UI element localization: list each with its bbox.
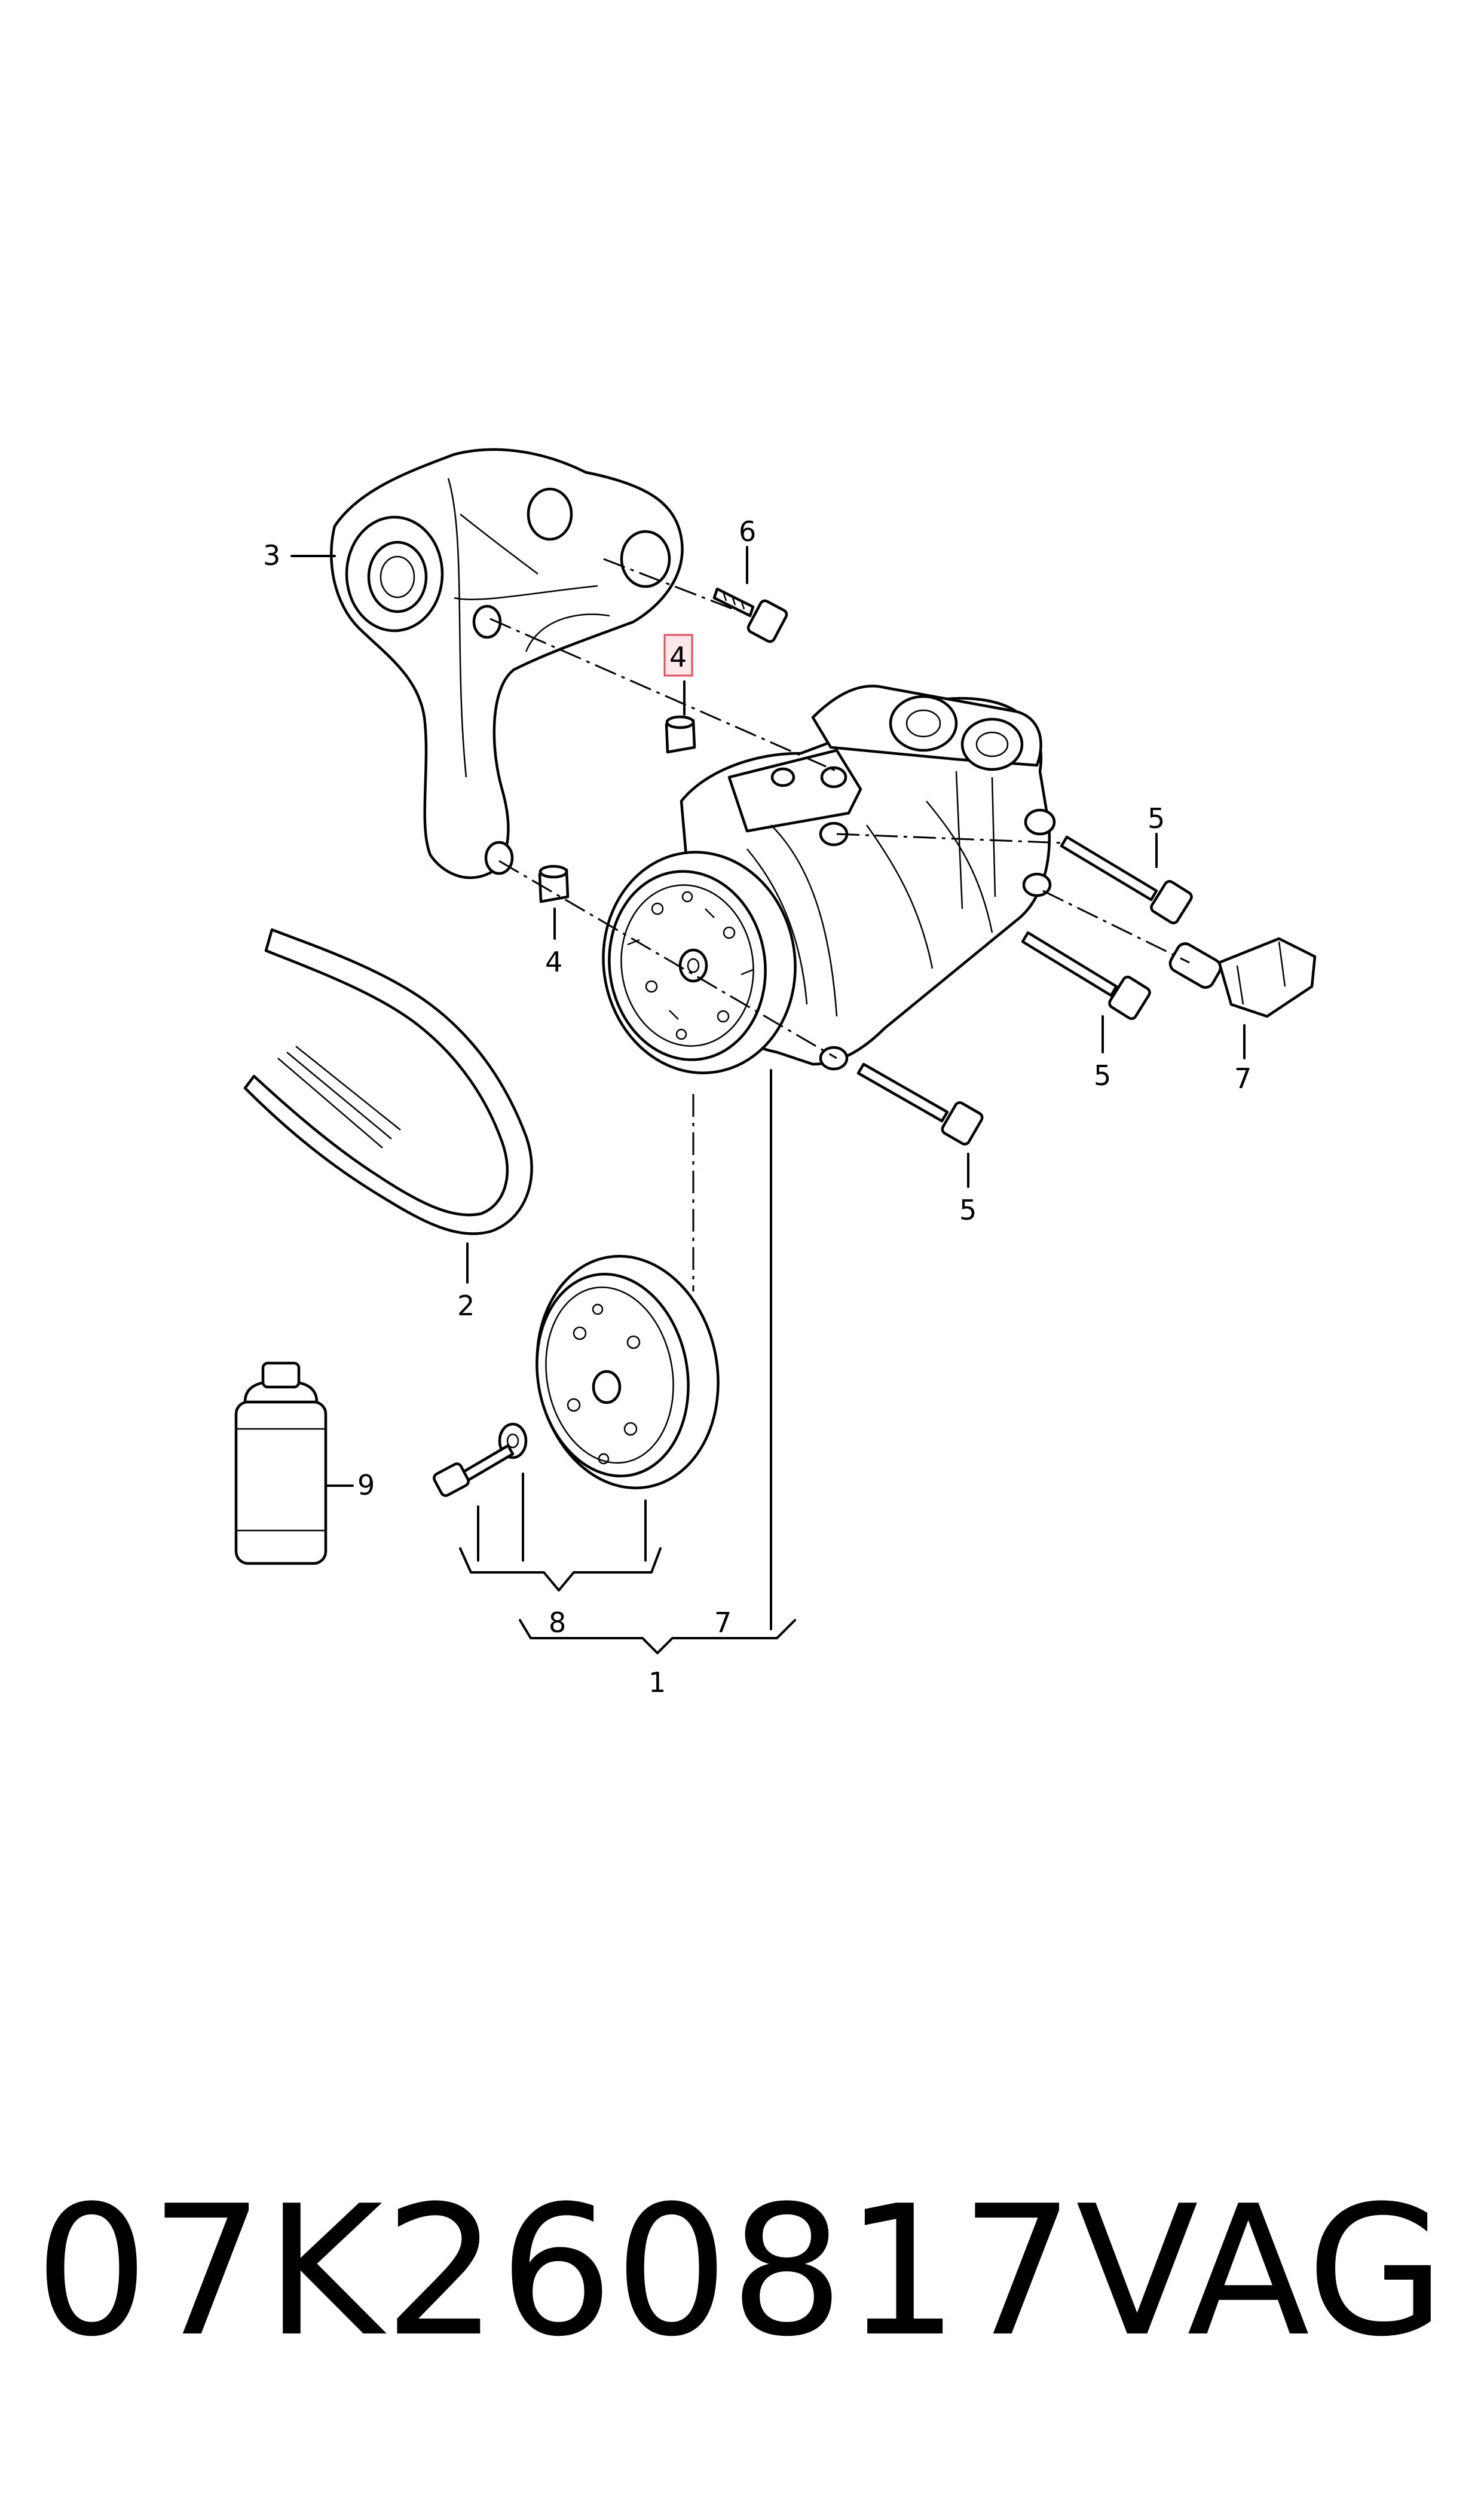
callout-5-mid: 5: [1094, 1059, 1111, 1092]
callout-4-lower: 4: [545, 946, 562, 978]
oil-bottle-part-9: [234, 1361, 328, 1565]
callout-4-highlighted: 4: [669, 641, 687, 673]
pulley-part-8: [536, 1254, 720, 1490]
assembly-lines: [489, 558, 1190, 1291]
drive-belt-part-2: [243, 928, 533, 1235]
part-number: 07K260817: [35, 2167, 1076, 2376]
footer: 07K260817 VAG: [0, 2164, 1484, 2379]
callout-1: 1: [648, 1666, 666, 1699]
callout-5-top: 5: [1148, 802, 1165, 835]
callout-2: 2: [457, 1290, 475, 1322]
brand-name: VAG: [1076, 2167, 1446, 2376]
bracket-part-3: [330, 448, 684, 879]
bolt-part-6: [712, 587, 788, 643]
callout-7-sensor: 7: [1234, 1062, 1252, 1095]
bushing-part-4-lower: [538, 865, 570, 903]
callout-4-highlight-box: [663, 634, 693, 677]
callout-8: 8: [549, 1606, 566, 1639]
callout-6: 6: [739, 515, 756, 548]
pressure-sensor-part-7: [1168, 937, 1317, 1018]
callout-7-group: 7: [714, 1606, 732, 1639]
bolt-part-5-low: [856, 1062, 984, 1146]
callout-labels: 3 6 4 4 5 5 5 7 2 9 8 7 1: [263, 515, 1252, 1699]
callout-9: 9: [357, 1469, 375, 1501]
callout-5-low: 5: [959, 1194, 977, 1226]
bushing-part-4-upper: [665, 715, 696, 754]
bolt-part-5-top: [1060, 835, 1193, 925]
bolt-part-5-mid: [1021, 931, 1151, 1021]
compressor-pulley-front: [602, 851, 797, 1074]
leader-lines: [290, 546, 1246, 1654]
pulley-bolt: [433, 1444, 515, 1497]
callout-3: 3: [263, 539, 280, 572]
